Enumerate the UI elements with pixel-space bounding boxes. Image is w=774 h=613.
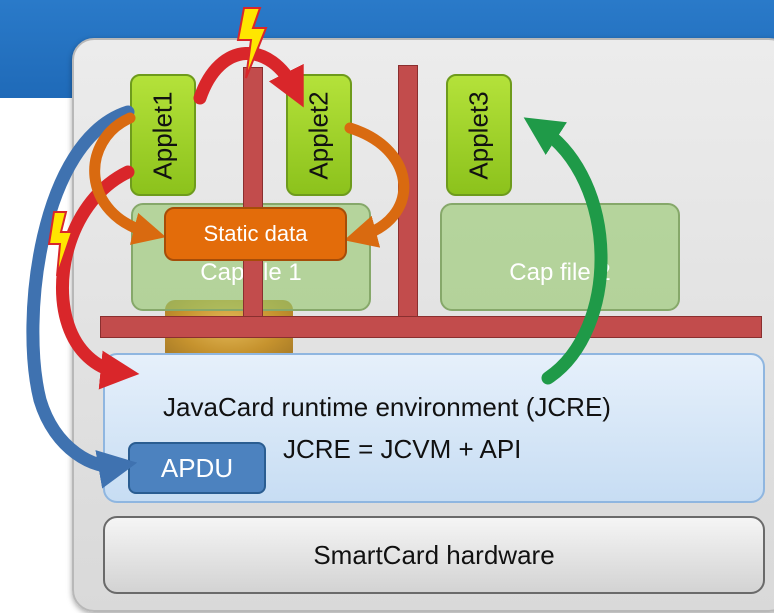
lightning-icon: [47, 211, 74, 277]
jcre-formula: JCRE = JCVM + API: [283, 434, 522, 464]
smartcard-hardware-label: SmartCard hardware: [313, 539, 555, 570]
orange-arrow-applet1-static: [89, 112, 166, 245]
red-arrow-applet1-jcre: [55, 165, 140, 390]
applet-3: Applet3: [446, 74, 512, 196]
applet-1: Applet1: [130, 74, 196, 196]
smartcard-hardware-box: SmartCard hardware: [103, 516, 765, 594]
apdu-box: APDU: [128, 442, 266, 494]
jcre-title: JavaCard runtime environment (JCRE): [163, 392, 611, 422]
lightning-icon: [236, 7, 268, 79]
green-arrow-jcre-applet3: [523, 117, 608, 385]
red-arrow-applet1-applet2: [193, 47, 304, 108]
static-data-box: Static data: [164, 207, 347, 261]
blue-arrow-applet1-apdu: [26, 105, 138, 489]
orange-arrow-applet2-static: [344, 122, 410, 248]
